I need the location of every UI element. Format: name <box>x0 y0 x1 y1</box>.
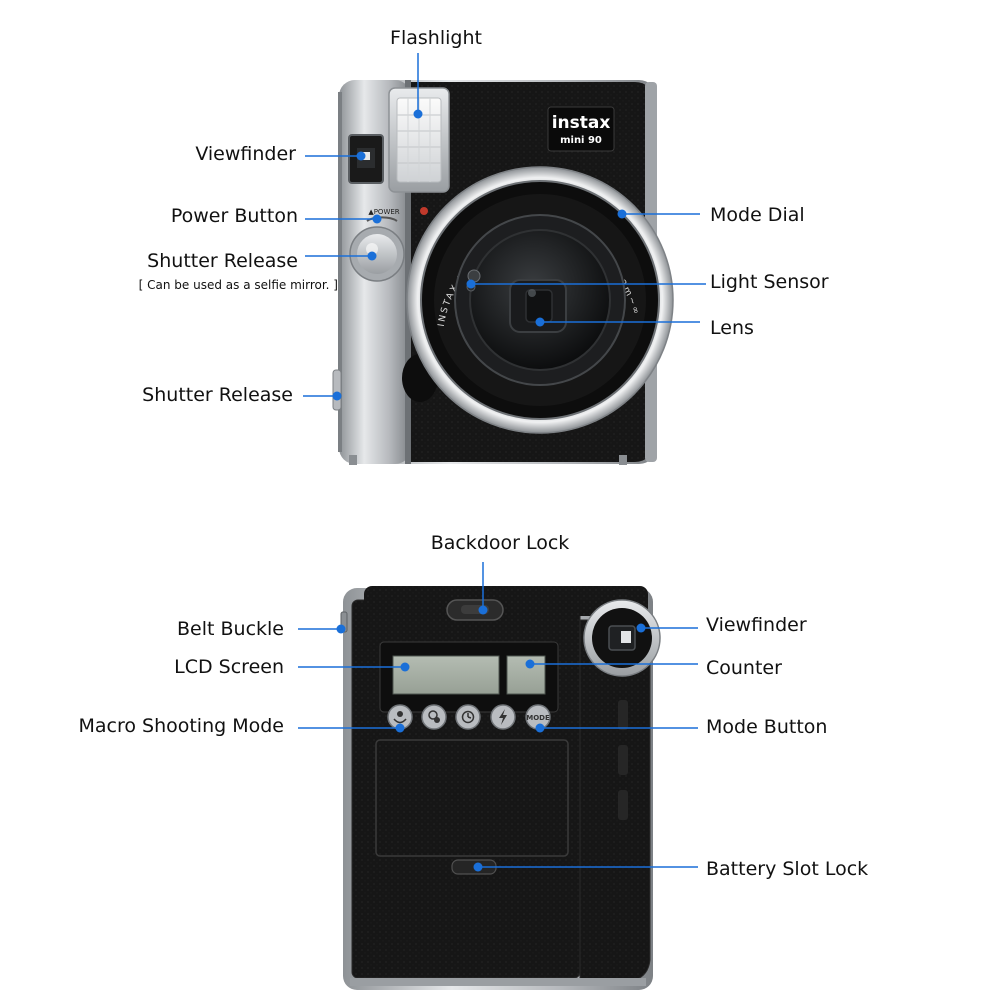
label-battery-slot-lock: Battery Slot Lock <box>706 858 868 880</box>
label-viewfinder-front: Viewfinder <box>195 143 296 165</box>
selfie-icon <box>428 710 440 723</box>
front-viewfinder <box>348 134 384 184</box>
label-selfie-note: [ Can be used as a selfie mirror. ] <box>139 278 338 292</box>
timer-icon <box>461 710 475 724</box>
mode-buttons-row: MODE <box>387 704 551 730</box>
label-mode-button: Mode Button <box>706 716 827 738</box>
front-labels: Flashlight Viewfinder Power Button Shutt… <box>139 27 829 406</box>
backdoor-lock[interactable] <box>446 599 504 621</box>
label-viewfinder-back: Viewfinder <box>706 614 807 636</box>
film-window-panel <box>375 739 569 857</box>
exposure-counter <box>506 655 546 695</box>
label-macro-shooting-mode: Macro Shooting Mode <box>78 715 284 737</box>
camera-back: MODE <box>340 586 661 990</box>
label-lens: Lens <box>710 317 754 339</box>
back-viewfinder <box>583 599 661 677</box>
model-name: mini 90 <box>560 135 602 146</box>
label-power-button: Power Button <box>171 205 298 227</box>
mode-icon: MODE <box>526 714 550 722</box>
label-flashlight: Flashlight <box>390 27 482 49</box>
label-shutter-release-side: Shutter Release <box>142 384 293 406</box>
label-belt-buckle: Belt Buckle <box>177 618 284 640</box>
side-shutter-release[interactable] <box>332 369 342 411</box>
self-timer-lamp <box>420 207 428 215</box>
label-mode-dial: Mode Dial <box>710 204 805 226</box>
front-flashlight <box>388 87 450 193</box>
label-light-sensor: Light Sensor <box>710 271 829 293</box>
power-text: ▲POWER <box>368 208 399 216</box>
callout-lines <box>298 53 706 872</box>
camera-front: instax mini 90 ▲POWER INSTAX LENS 60mm F… <box>332 80 674 465</box>
label-shutter-release-top: Shutter Release <box>147 250 298 272</box>
macro-icon <box>393 711 407 724</box>
selfie-button[interactable] <box>421 704 447 730</box>
brand-name: instax <box>552 113 611 133</box>
timer-button[interactable] <box>455 704 481 730</box>
label-lcd-screen: LCD Screen <box>174 656 284 678</box>
label-backdoor-lock: Backdoor Lock <box>431 532 570 554</box>
lcd-screen <box>392 655 500 695</box>
brand-badge: instax mini 90 <box>547 106 615 152</box>
lens <box>454 214 626 386</box>
flash-icon <box>499 709 507 725</box>
back-labels: Backdoor Lock Belt Buckle LCD Screen Mac… <box>78 532 868 880</box>
flash-button[interactable] <box>490 704 516 730</box>
label-counter: Counter <box>706 657 782 679</box>
